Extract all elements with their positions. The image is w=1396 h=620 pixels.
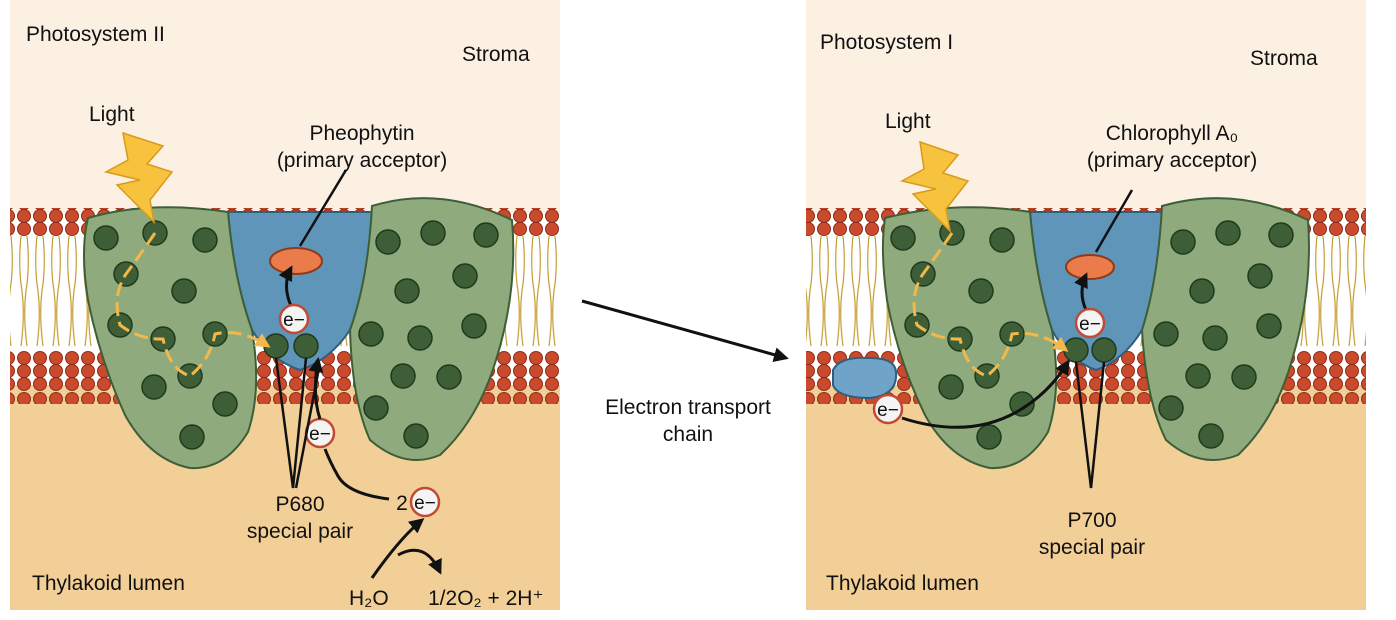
stroma-label: Stroma <box>1250 47 1318 70</box>
energy-transfer-arrows <box>912 232 1069 378</box>
transport-connector: Electron transport chain <box>581 299 789 446</box>
electron-label: e− <box>1079 314 1101 335</box>
electron-pair-icon <box>409 486 441 518</box>
electron-label: e− <box>283 310 305 331</box>
water-splitting-arrow <box>370 518 425 579</box>
electron-icon <box>872 393 904 425</box>
acceptor-name: Pheophytin <box>309 122 414 145</box>
p700-pointer-lines <box>1074 361 1106 489</box>
transport-label-line2: chain <box>663 423 713 446</box>
panel-title: Photosystem II <box>26 23 165 46</box>
pigment-molecules <box>890 220 1294 450</box>
right-antenna-protein <box>1140 197 1310 461</box>
electron-pair-label: e− <box>414 493 436 514</box>
electron-to-acceptor-arrow <box>1074 272 1088 311</box>
photosystem-i-panel: e− e− Photosystem I Stroma Light Chlorop… <box>806 0 1366 610</box>
water-label: H₂O <box>349 587 389 610</box>
lumen-region <box>806 385 1366 610</box>
light-label: Light <box>885 110 931 133</box>
stroma-label: Stroma <box>462 43 530 66</box>
transport-arrow <box>581 299 789 362</box>
chlorophyll-a0-acceptor <box>1065 254 1115 280</box>
special-pair-label: special pair <box>247 520 353 543</box>
acceptor-role: (primary acceptor) <box>277 149 447 172</box>
energy-transfer-arrows <box>115 232 271 378</box>
p680-pointer-lines <box>274 357 321 489</box>
stroma-region <box>10 0 560 212</box>
lumen-label: Thylakoid lumen <box>32 572 185 595</box>
electron-path-from-water <box>323 448 390 501</box>
light-label: Light <box>89 103 135 126</box>
acceptor-name: Chlorophyll A₀ <box>1106 122 1238 145</box>
electron-path-to-p700 <box>901 359 1070 429</box>
electron-label: e− <box>877 400 899 421</box>
electron-icon <box>278 303 310 335</box>
p680-label: P680 <box>275 493 324 516</box>
chlorophyll-pointer-line <box>1094 189 1134 253</box>
light-bolt-icon <box>899 140 970 234</box>
transport-label-line1: Electron transport <box>605 396 771 419</box>
electron-icon <box>1074 307 1106 339</box>
panel-title: Photosystem I <box>820 31 953 54</box>
electron-label: e− <box>309 424 331 445</box>
two-electrons-coefficient: 2 <box>396 492 408 515</box>
products-label: 1/2O₂ + 2H⁺ <box>428 587 544 610</box>
acceptor-role: (primary acceptor) <box>1087 149 1257 172</box>
p700-label: P700 <box>1067 509 1116 532</box>
lumen-label: Thylakoid lumen <box>826 572 979 595</box>
oxygen-release-arrow <box>397 548 442 575</box>
photosystem-ii-panel: e− e− e− 2 Photosystem II Stroma Light P… <box>10 0 560 610</box>
stroma-region <box>806 0 1366 212</box>
pheophytin-acceptor <box>269 247 323 275</box>
right-antenna-protein <box>348 197 515 461</box>
ferredoxin-carrier <box>832 356 898 400</box>
special-pair-label: special pair <box>1039 536 1145 559</box>
light-bolt-icon <box>103 131 174 225</box>
pheophytin-pointer-line <box>298 169 348 247</box>
electron-to-acceptor-arrow <box>278 265 293 307</box>
